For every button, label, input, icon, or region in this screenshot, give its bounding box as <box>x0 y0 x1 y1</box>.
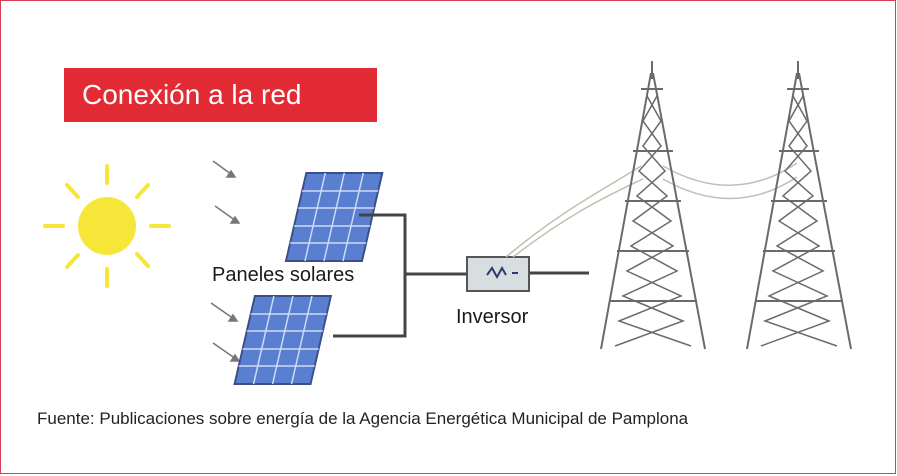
diagram-title: Conexión a la red <box>64 68 377 122</box>
inverter-label: Inversor <box>456 306 529 328</box>
solar-panel-upper <box>284 172 384 262</box>
power-tower-right <box>746 61 852 350</box>
sun-icon <box>43 164 171 288</box>
inverter-icon <box>466 256 530 292</box>
transmission-lines <box>505 162 798 258</box>
sunray-arrows <box>210 160 241 362</box>
power-tower-left <box>600 61 706 350</box>
solar-panels-label: Paneles solares <box>212 264 355 286</box>
panel-wiring <box>333 213 589 338</box>
source-caption: Fuente: Publicaciones sobre energía de l… <box>37 409 689 428</box>
solar-panel-lower <box>233 295 333 385</box>
